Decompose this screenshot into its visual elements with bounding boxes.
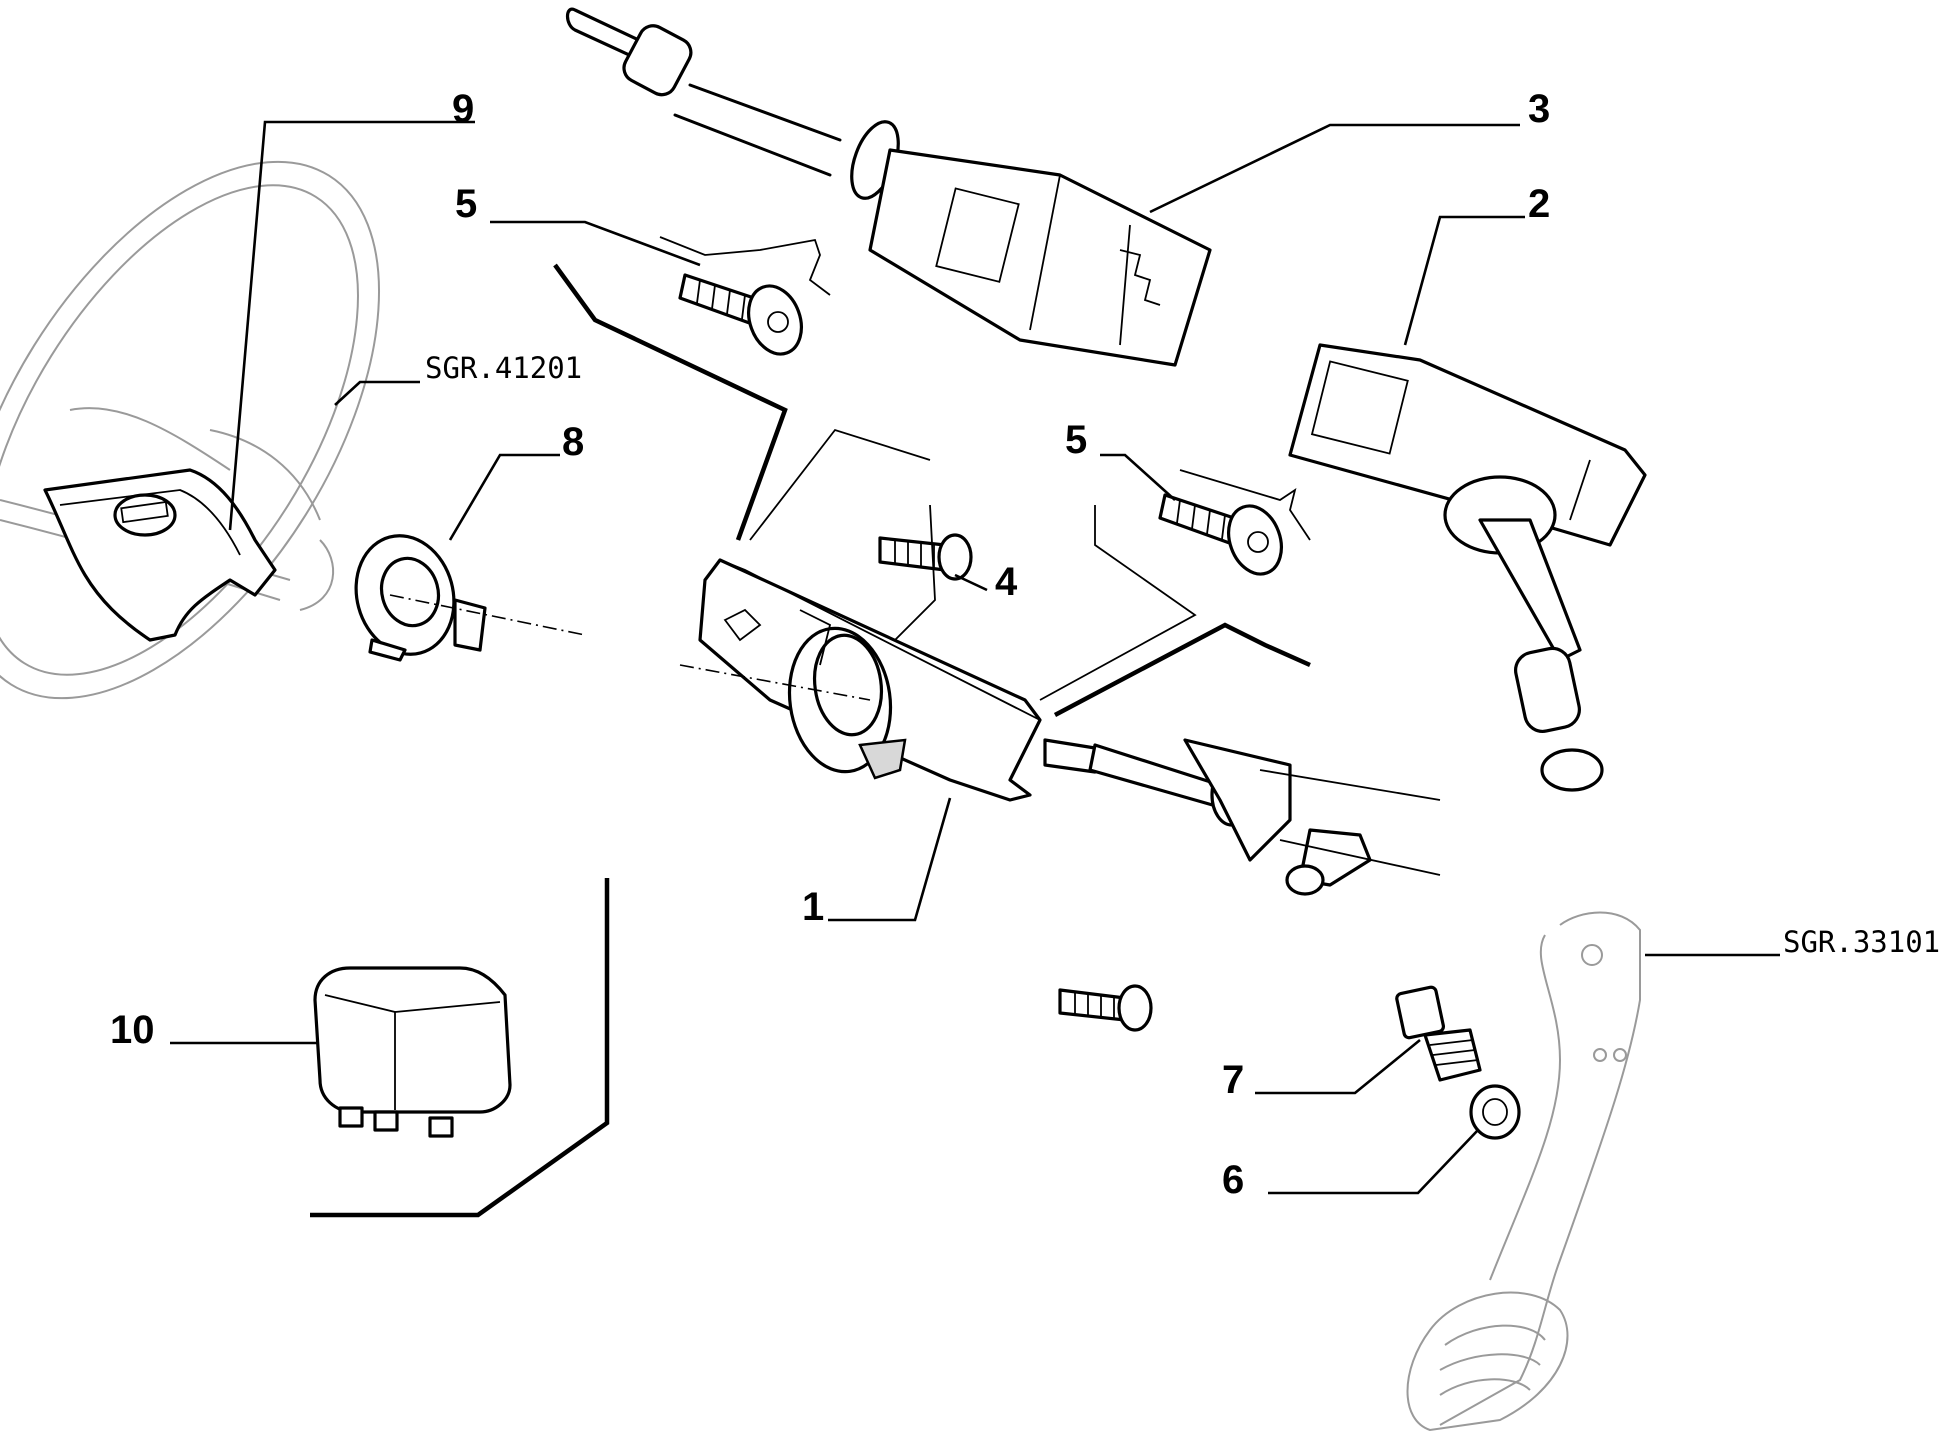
callout-8: 8 [562, 420, 584, 464]
bolt-icon [878, 533, 973, 581]
washer-icon [1469, 1084, 1521, 1140]
callout-2: 2 [1528, 182, 1550, 226]
reference-label-steering-wheel: SGR.41201 [425, 351, 582, 385]
callout-10: 10 [110, 1008, 155, 1052]
screw-icon [1158, 493, 1283, 576]
callout-7: 7 [1222, 1058, 1244, 1102]
callout-3: 3 [1528, 87, 1550, 131]
relay-icon [313, 966, 512, 1138]
steering-column-shaft-icon [1043, 738, 1441, 896]
brake-pedal-ghost-icon [1406, 911, 1641, 1432]
callout-4: 4 [995, 560, 1018, 604]
callout-1: 1 [802, 885, 824, 929]
light-stalk-switch-icon [565, 7, 1212, 367]
reference-label-pedal: SGR.33101 [1783, 925, 1939, 959]
assembly-guide-lines [310, 236, 1311, 1218]
callout-6: 6 [1222, 1158, 1244, 1202]
callout-5-upper: 5 [455, 182, 477, 226]
callout-9: 9 [452, 87, 474, 131]
stop-light-switch-icon [1395, 985, 1482, 1082]
callout-5-lower: 5 [1065, 418, 1087, 462]
steering-column-switch-housing-icon [679, 558, 1042, 802]
leader-lines [170, 120, 1780, 1195]
airbag-module-icon [43, 468, 277, 642]
steering-wheel-ghost-icon [0, 160, 381, 700]
wiper-stalk-switch-icon [1288, 343, 1647, 792]
bolt-lower-icon [1058, 984, 1153, 1032]
screw-icon [678, 273, 803, 356]
clock-spring-ring-icon [354, 534, 586, 662]
